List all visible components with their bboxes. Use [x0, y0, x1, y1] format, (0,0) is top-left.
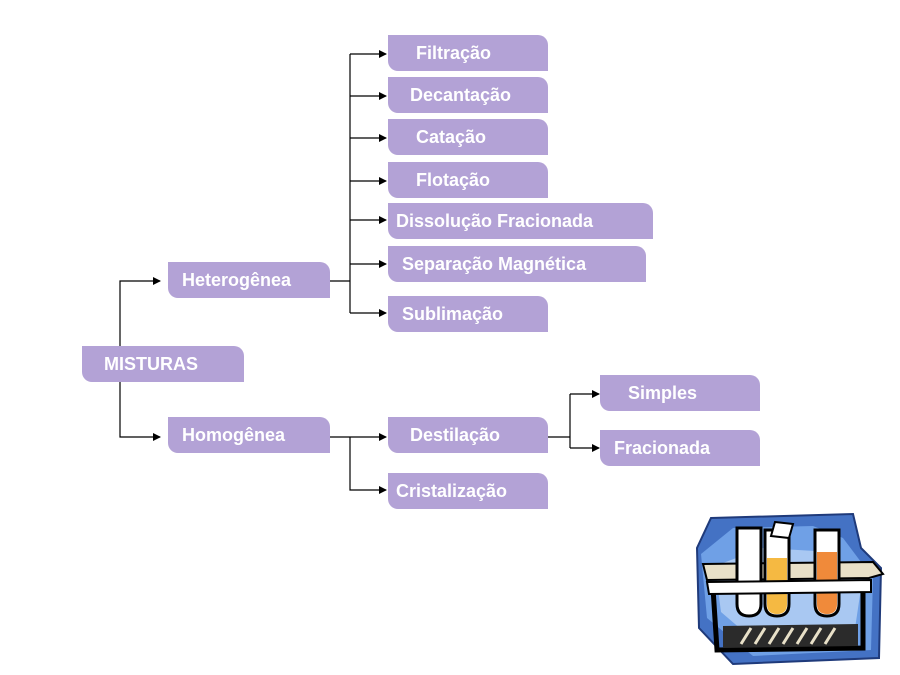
node-misturas: MISTURAS — [82, 346, 244, 382]
node-catacao: Catação — [388, 119, 548, 155]
node-cristalizacao: Cristalização — [388, 473, 548, 509]
node-filtracao: Filtração — [388, 35, 548, 71]
node-simples: Simples — [600, 375, 760, 411]
node-separacao-magnetica: Separação Magnética — [388, 246, 646, 282]
connector-heterogenea-trunk — [330, 54, 351, 313]
node-destilacao: Destilação — [388, 417, 548, 453]
node-fracionada: Fracionada — [600, 430, 760, 466]
connector-root-heterogenea — [119, 277, 161, 346]
connector-homogenea-cristalizacao — [349, 437, 387, 494]
test-tubes-rack-icon — [693, 508, 888, 668]
node-sublimacao: Sublimação — [388, 296, 548, 332]
connector-root-homogenea — [119, 381, 161, 441]
node-flotacao: Flotação — [388, 162, 548, 198]
node-heterogenea: Heterogênea — [168, 262, 330, 298]
node-decantacao: Decantação — [388, 77, 548, 113]
node-homogenea: Homogênea — [168, 417, 330, 453]
node-dissolucao-fracionada: Dissolução Fracionada — [388, 203, 653, 239]
connector-destilacao-trunk — [548, 394, 571, 448]
